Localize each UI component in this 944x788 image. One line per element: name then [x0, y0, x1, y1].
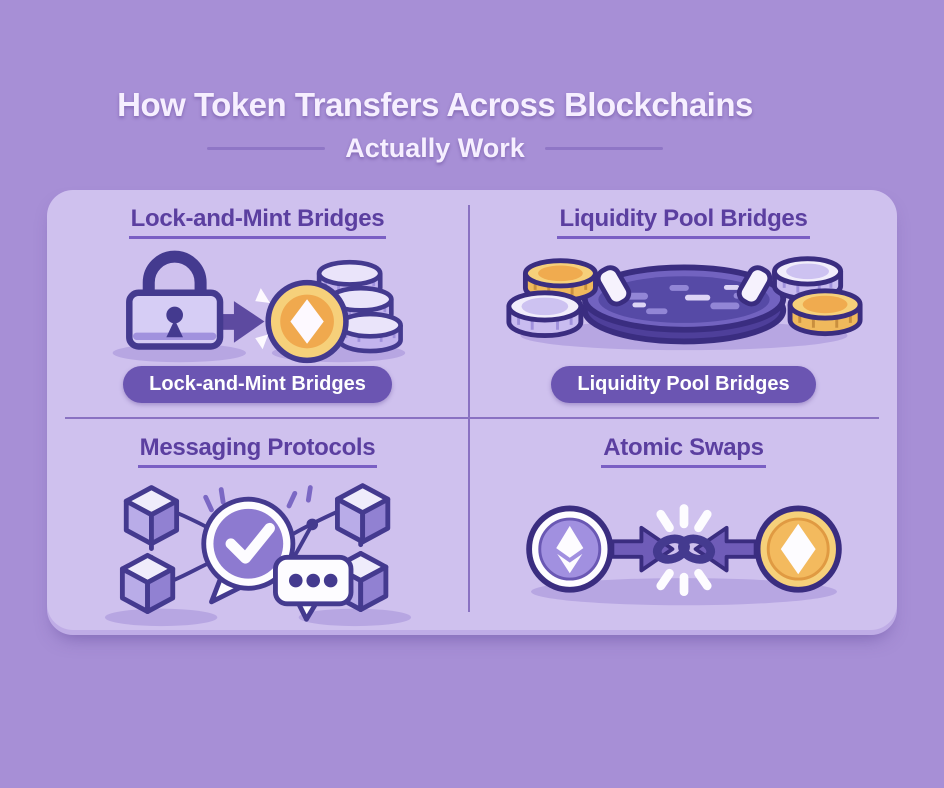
- panel-heading: Messaging Protocols: [137, 434, 378, 468]
- purple-coin-icon: [505, 290, 583, 338]
- gold-coin-icon: [787, 288, 863, 337]
- title-left-dash: [207, 147, 326, 150]
- swap-chain-coins-icon: [525, 504, 842, 606]
- chat-bubble-check-icon: [200, 496, 295, 605]
- title-line-2: Actually Work: [345, 133, 525, 163]
- gold-coin-icon: [754, 505, 842, 593]
- infographic-title: How Token Transfers Across Blockchains A…: [0, 86, 870, 164]
- horizontal-divider: [65, 417, 879, 419]
- lock-icon: [125, 250, 223, 350]
- eth-coin-icon: [525, 505, 613, 593]
- panel-atomic-swaps: Atomic Swaps: [470, 419, 897, 635]
- blockchain-cube-icon: [337, 486, 387, 542]
- title-line-1: How Token Transfers Across Blockchains: [117, 86, 753, 123]
- blockchain-cube-icon: [126, 488, 176, 544]
- lock-arrow-coins-icon: [112, 250, 405, 364]
- speech-bubble-dots-icon: [272, 554, 353, 622]
- bridge-ramp-icon: [595, 265, 772, 307]
- title-right-dash: [544, 147, 663, 150]
- panel-badge: Liquidity Pool Bridges: [551, 366, 816, 403]
- panel-badge: Lock-and-Mint Bridges: [123, 366, 392, 403]
- panel-liquidity-pool-bridges: Liquidity Pool Bridges: [470, 190, 897, 417]
- pool-icon: [581, 264, 786, 345]
- chain-link-icon: [652, 534, 715, 564]
- blockchain-cube-icon: [122, 555, 172, 611]
- panel-lock-and-mint-bridges: Lock-and-Mint Bridges: [47, 190, 468, 417]
- vertical-divider: [468, 205, 470, 612]
- liquidity-pool-coins-icon: [505, 256, 863, 351]
- content-card: Lock-and-Mint Bridges: [47, 190, 897, 635]
- cubes-chat-network-icon: [104, 474, 411, 627]
- panel-heading: Atomic Swaps: [601, 434, 766, 468]
- panel-heading: Liquidity Pool Bridges: [557, 205, 810, 239]
- panel-heading: Lock-and-Mint Bridges: [128, 205, 387, 239]
- gold-coin-icon: [264, 279, 349, 364]
- panel-messaging-protocols: Messaging Protocols: [47, 419, 468, 635]
